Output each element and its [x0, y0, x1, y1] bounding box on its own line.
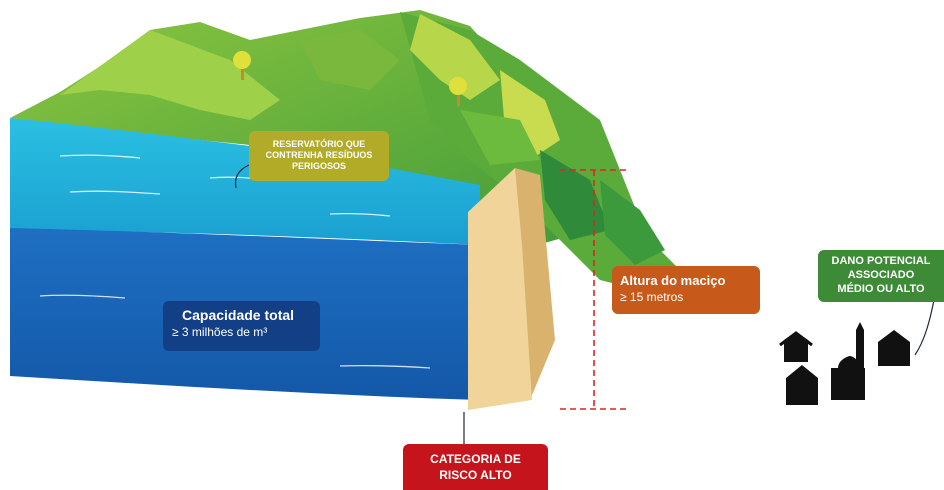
reservoir-label-line-2: CONTRENHA RESÍDUOS — [265, 150, 373, 160]
tree-icon — [233, 51, 251, 80]
height-value: ≥ 15 metros — [620, 290, 684, 304]
reservoir-hazardous-waste-callout: RESERVATÓRIO QUE CONTRENHA RESÍDUOS PERI… — [249, 131, 389, 181]
dam-wall — [468, 168, 555, 410]
height-measurement-lines — [560, 169, 628, 410]
capacity-value: ≥ 3 milhões de m³ — [172, 325, 268, 339]
house-icon — [878, 330, 910, 366]
damage-label-line-1: DANO POTENCIAL — [831, 255, 931, 267]
dam-height-callout: Altura do maciço ≥ 15 metros — [612, 266, 760, 314]
connector-lines — [234, 164, 935, 444]
high-risk-category-callout: CATEGORIA DE RISCO ALTO — [403, 444, 548, 490]
height-title: Altura do maciço — [620, 273, 726, 288]
category-label-line-1: CATEGORIA DE — [430, 452, 521, 466]
reservoir-label-line-3: PERIGOSOS — [291, 161, 346, 171]
capacity-title: Capacidade total — [182, 307, 295, 323]
house-icon — [779, 331, 813, 362]
potential-damage-callout: DANO POTENCIAL ASSOCIADO MÉDIO OU ALTO — [818, 250, 944, 302]
total-capacity-callout: Capacidade total ≥ 3 milhões de m³ — [163, 301, 320, 351]
damage-label-line-2: ASSOCIADO — [847, 269, 915, 281]
reservoir-surface-water — [10, 118, 480, 245]
church-icon — [831, 322, 865, 400]
house-icon — [786, 365, 818, 405]
water-ripples — [39, 154, 431, 369]
damage-label-line-3: MÉDIO OU ALTO — [837, 283, 925, 295]
tree-icon — [449, 77, 467, 106]
category-label-line-2: RISCO ALTO — [439, 468, 512, 482]
reservoir-label-line-1: RESERVATÓRIO QUE — [272, 139, 366, 149]
